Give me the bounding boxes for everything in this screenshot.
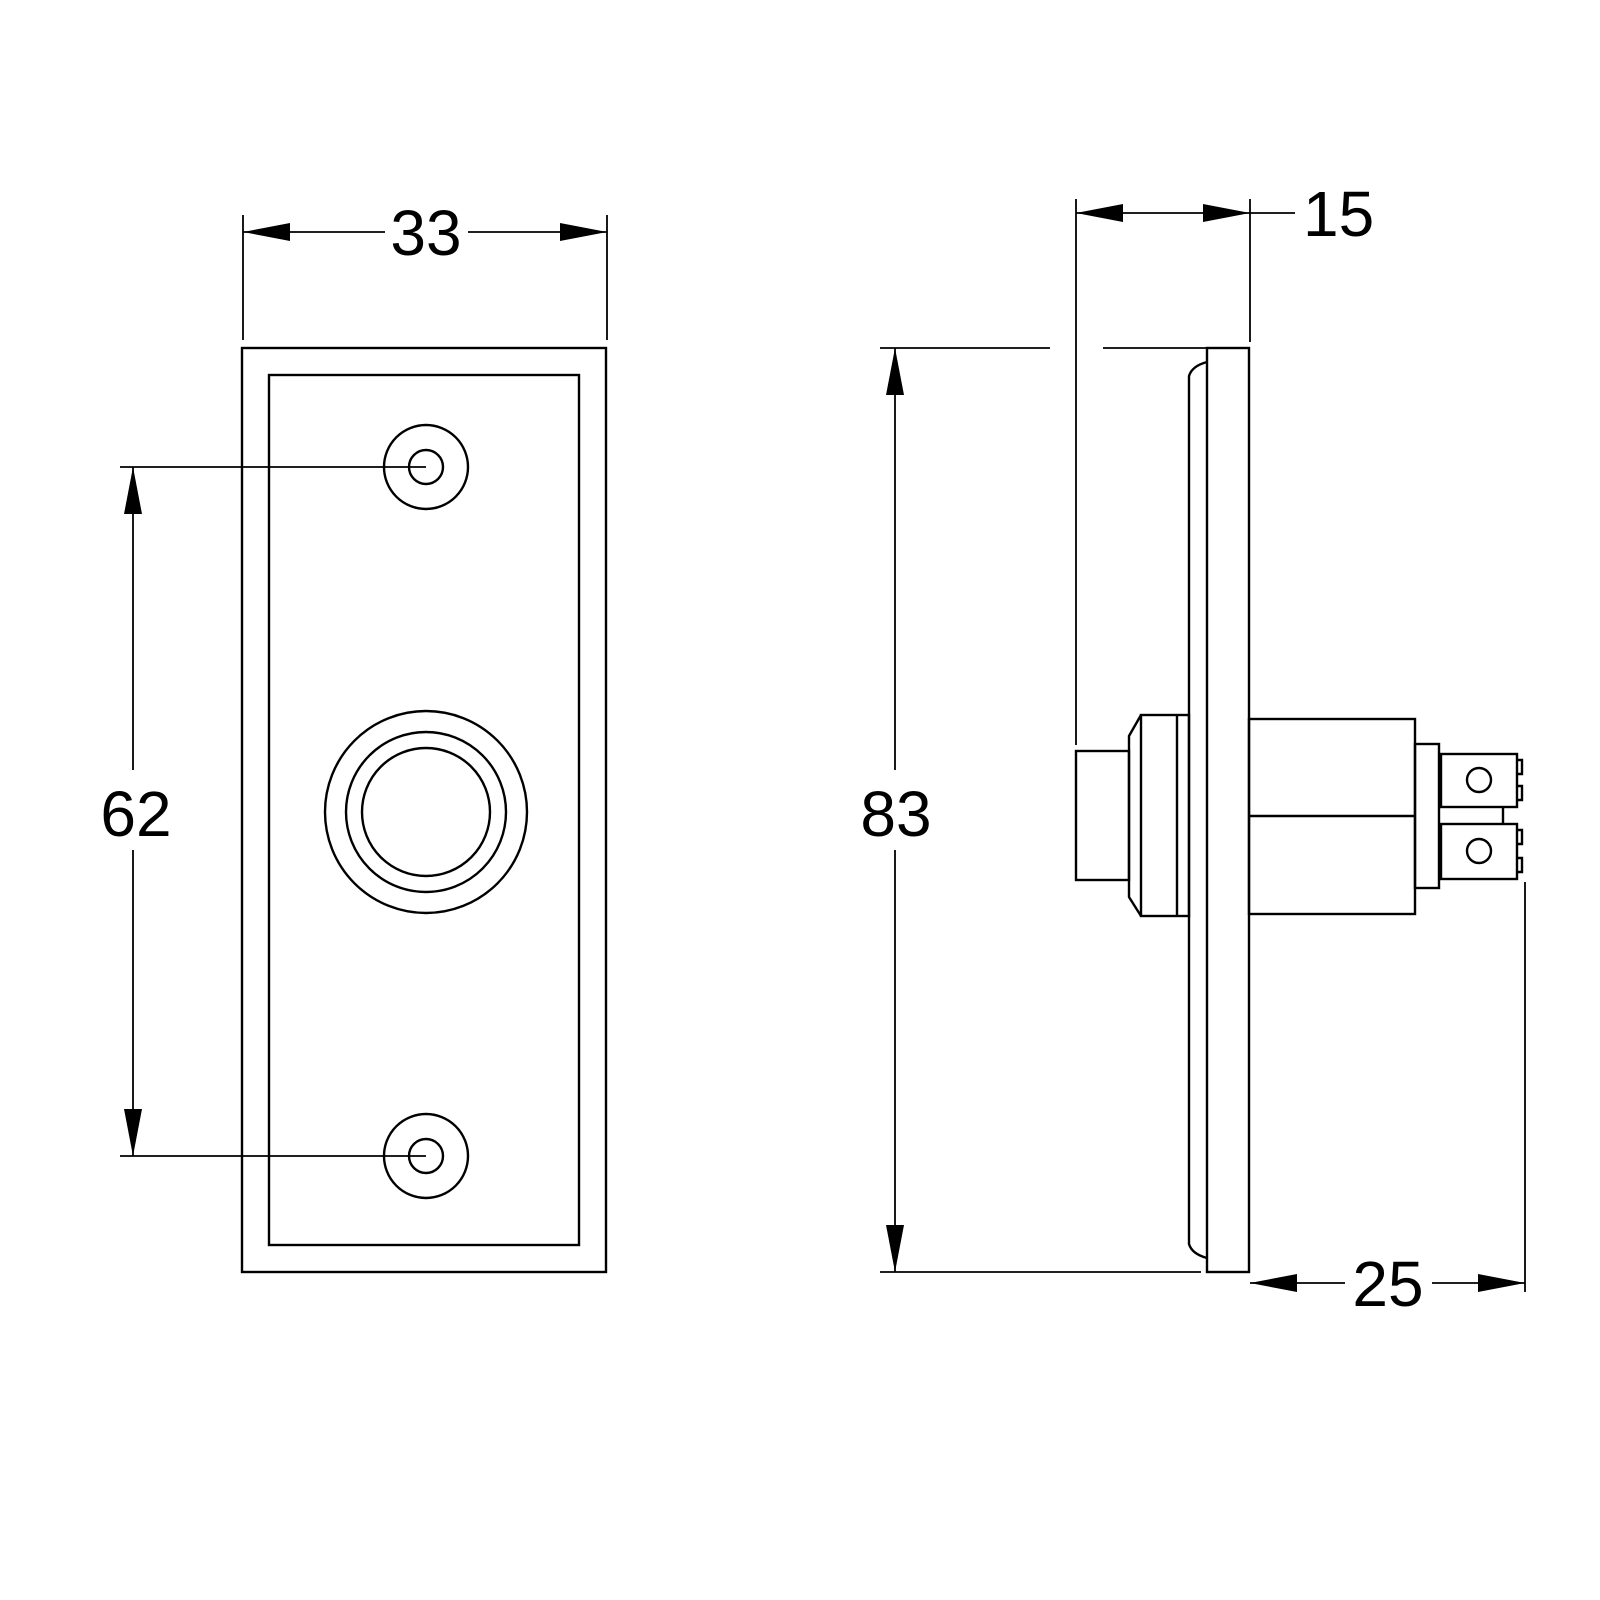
backplate-inner-border — [267, 373, 581, 1247]
front-projection-label: 15 — [1303, 178, 1374, 250]
fixing-centres-label: 62 — [100, 778, 171, 850]
terminal-top — [1439, 752, 1524, 809]
width-dimension-label: 33 — [390, 197, 461, 269]
push-button-profile — [1074, 749, 1131, 882]
button-bezel — [1127, 713, 1191, 918]
fixing-centres-dimension: 62 — [100, 466, 426, 1157]
width-dimension: 33 — [242, 197, 608, 340]
rear-projection-dimension: 25 — [1250, 882, 1526, 1320]
backplate-outline — [240, 346, 608, 1274]
switch-body — [1247, 717, 1441, 916]
bell-push-button — [323, 709, 529, 915]
side-view: 15 83 25 — [860, 178, 1526, 1320]
terminal-bottom — [1439, 807, 1524, 881]
backplate-profile — [1187, 346, 1251, 1274]
rear-projection-label: 25 — [1352, 1248, 1423, 1320]
height-dimension-label: 83 — [860, 778, 931, 850]
front-projection-dimension: 15 — [1075, 178, 1374, 745]
front-view: 33 62 — [100, 197, 608, 1274]
height-dimension: 83 — [860, 347, 1207, 1273]
